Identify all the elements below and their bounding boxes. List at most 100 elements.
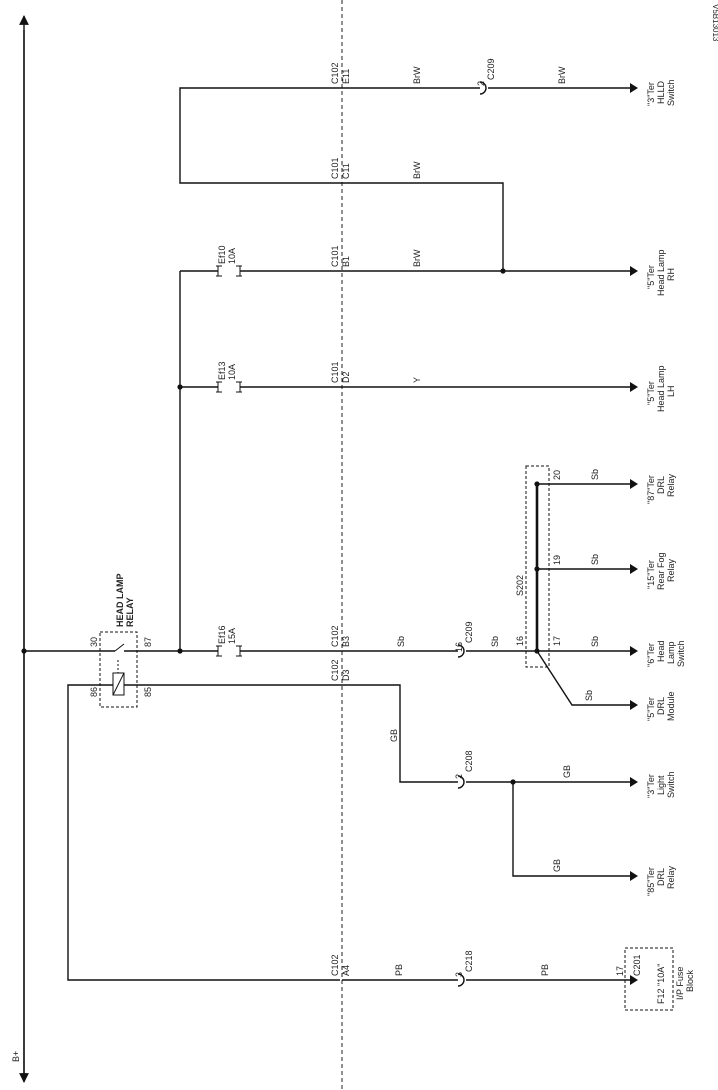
relay-pin-85: 85 (143, 687, 153, 697)
c209-mid-pin: 16 (454, 642, 464, 652)
dest-fog-line1: "15"Ter (646, 560, 656, 589)
head-lamp-relay: HEAD LAMP RELAY 30 87 86 85 (24, 574, 180, 708)
c201-pin: 17 (615, 966, 625, 976)
wire-color-brw-2: BrW (412, 161, 422, 179)
hlld-circuit: C101 C11 BrW C102 E11 BrW 2 C209 BrW (179, 58, 638, 271)
splice-name: S202 (515, 575, 525, 596)
c102-e11-name: C102 (330, 62, 340, 84)
c201-name: C201 (632, 954, 642, 976)
fuse-ef13-name: Ef13 (217, 361, 227, 380)
relay-title-line2: RELAY (125, 597, 135, 627)
destination-drl-relay-87: "87"Ter DRL Relay (646, 473, 676, 504)
dest-fog-line2: Rear Fog (656, 552, 666, 590)
dest-ls-line3: Switch (666, 771, 676, 798)
c102-a4-pin: A4 (341, 965, 351, 976)
dest-lh-line3: LH (666, 385, 676, 397)
destination-rear-fog-relay: "15"Ter Rear Fog Relay (646, 552, 676, 590)
wire-color-pb-2: PB (540, 964, 550, 976)
c101-d2-name: C101 (330, 361, 340, 383)
relay-switch-contact (114, 643, 125, 652)
splice-pin-17: 17 (552, 636, 562, 646)
c102-b3-pin: B3 (341, 636, 351, 647)
fuse-ef10-rating: 10A (227, 248, 237, 264)
dest-drl85-line2: DRL (656, 868, 666, 886)
relay-pin-87: 87 (143, 637, 153, 647)
fuse-ef16-rating: 15A (227, 628, 237, 644)
relay-title-line1: HEAD LAMP (115, 574, 125, 628)
bplus-label: B+ (11, 1051, 21, 1062)
c209-mid-name: C209 (464, 621, 474, 643)
c101-b1-pin: B1 (341, 256, 351, 267)
dest-drl85-line1: "85"Ter (646, 867, 656, 896)
wire-color-sb-4: Sb (590, 554, 600, 565)
wire-color-brw-1: BrW (412, 249, 422, 267)
dest-drl87-line1: "87"Ter (646, 475, 656, 504)
ip-fuse-block: 17 C201 F12 "10A" I/P Fuse Block (615, 947, 695, 1011)
c102-d3-pin: D3 (341, 669, 351, 681)
dest-drl87-line3: Relay (666, 473, 676, 497)
ef10-circuit: Ef10 10A C101 B1 BrW (180, 245, 638, 277)
c101-d2-pin: D2 (341, 371, 351, 383)
wire-color-sb-5: Sb (590, 636, 600, 647)
fuse-block-name1: I/P Fuse (675, 967, 685, 1000)
relay-86-circuit: C102 A4 PB 3 C218 PB (67, 684, 638, 987)
wire-color-gb-2: GB (562, 765, 572, 778)
dest-hlld-line3: Switch (666, 79, 676, 106)
splice-s202: S202 16 17 19 20 Sb Sb Sb Sb (515, 465, 638, 710)
c208-pin: 2 (454, 774, 464, 779)
dest-drlm-line2: DRL (656, 697, 666, 715)
wire-color-y: Y (412, 377, 422, 383)
fuse-ef10-symbol (216, 265, 242, 277)
wire-color-sb-6: Sb (584, 690, 594, 701)
c209-top-pin: 2 (476, 81, 486, 86)
destination-head-lamp-rh: "5"Ter Head Lamp RH (646, 249, 676, 296)
wire-color-pb-1: PB (394, 964, 404, 976)
wire-color-gb-1: GB (389, 729, 399, 742)
c218-name: C218 (464, 950, 474, 972)
wire-color-sb-3: Sb (590, 469, 600, 480)
c102-a4-name: C102 (330, 954, 340, 976)
splice-pin-16: 16 (515, 636, 525, 646)
fuse-ef16-symbol (216, 645, 242, 657)
c102-d3-name: C102 (330, 659, 340, 681)
splice-pin-20: 20 (552, 470, 562, 480)
dest-drl87-line2: DRL (656, 476, 666, 494)
destination-drl-relay-85: "85"Ter DRL Relay (646, 865, 676, 896)
wire-color-brw-4: BrW (557, 66, 567, 84)
dest-lh-line1: "5"Ter (646, 381, 656, 405)
fuse-ef13-symbol (216, 381, 242, 393)
dest-hlld-line2: HLLD (656, 80, 666, 104)
splice-pin-19: 19 (552, 555, 562, 565)
fuse-ef16-name: Ef16 (217, 625, 227, 644)
dest-rh-line3: RH (666, 268, 676, 281)
destination-head-lamp-switch: "6"Ter Head Lamp Switch (646, 640, 686, 667)
c102-b3-name: C102 (330, 625, 340, 647)
relay-85-circuit: C102 D3 GB 2 C208 GB GB (124, 659, 638, 881)
wire-color-sb-1: Sb (396, 636, 406, 647)
destination-drl-module: "5"Ter DRL Module (646, 691, 676, 721)
c208-name: C208 (464, 750, 474, 772)
dest-hlld-line1: "3"Ter (646, 82, 656, 106)
dest-drl85-line3: Relay (666, 865, 676, 889)
destination-light-switch: "3"Ter Light Switch (646, 771, 676, 798)
wire-color-gb-3: GB (552, 859, 562, 872)
fuse-ef10-name: Ef10 (217, 245, 227, 264)
c102-e11-pin: E11 (341, 69, 351, 84)
dest-rh-line2: Head Lamp (656, 249, 666, 296)
dest-lh-line2: Head Lamp (656, 365, 666, 412)
c218-pin: 3 (454, 972, 464, 977)
wire-color-brw-3: BrW (412, 66, 422, 84)
relay-87-bus (177, 271, 183, 654)
relay-pin-86: 86 (89, 687, 99, 697)
c101-c11-pin: C11 (341, 163, 351, 179)
dest-hls-line2: Head (656, 640, 666, 662)
dest-hls-line4: Switch (676, 640, 686, 667)
dest-ls-line2: Light (656, 775, 666, 795)
dest-hls-line1: "6"Ter (646, 643, 656, 667)
fuse-f12: F12 "10A" (656, 964, 666, 1004)
dest-fog-line3: Relay (666, 558, 676, 582)
wire-color-sb-2: Sb (490, 636, 500, 647)
dest-drlm-line1: "5"Ter (646, 697, 656, 721)
dest-drlm-line3: Module (666, 691, 676, 721)
